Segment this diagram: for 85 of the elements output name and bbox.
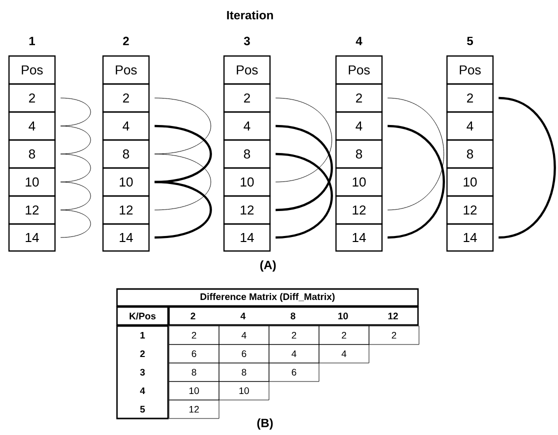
table-cell: 12: [446, 195, 494, 225]
row-header: 4: [140, 387, 146, 394]
table-cell: 10: [218, 381, 270, 400]
table-cell: 2: [8, 83, 56, 113]
table-cell: 10: [168, 381, 220, 400]
table-cell: Pos: [446, 55, 494, 85]
table-cell: 14: [446, 223, 494, 252]
curved-line: [276, 152, 333, 239]
table-cell: 2: [446, 83, 494, 113]
curved-line: [60, 98, 91, 126]
column-number: 3: [244, 36, 250, 46]
table-cell: 4: [335, 111, 383, 141]
column-number: 2: [123, 36, 129, 46]
table-cell: 8: [446, 139, 494, 169]
curved-line: [60, 210, 91, 238]
table-cell: 4: [8, 111, 56, 141]
table-cell: 8: [8, 139, 56, 169]
table-cell: 8: [168, 362, 220, 382]
table-cell: 8: [102, 139, 150, 169]
table-cell: 2: [168, 326, 220, 345]
table-cell: 6: [268, 362, 320, 382]
table-cell: 2: [268, 326, 320, 345]
table-cell: 4: [446, 111, 494, 141]
table-cell: 14: [223, 223, 271, 252]
row-header: 2: [140, 350, 145, 358]
table-cell: 10: [446, 167, 494, 197]
heading: Iteration: [227, 10, 273, 20]
table-cell: 6: [218, 344, 270, 364]
table-cell: 4: [102, 111, 150, 141]
table-cell: 8: [335, 139, 383, 169]
table-cell: 12: [102, 195, 150, 225]
table-cell: 4: [268, 344, 320, 364]
curved-line: [154, 98, 212, 154]
table-cell: 8: [223, 139, 271, 169]
curved-line: [387, 98, 444, 210]
table-cell: 12: [335, 195, 383, 225]
curved-line: [498, 96, 556, 239]
curved-line: [60, 126, 91, 154]
row-header: 1: [140, 332, 145, 338]
column-number: 1: [29, 36, 35, 46]
column-header: 2: [190, 312, 196, 320]
table-cell: 10: [8, 167, 56, 197]
table-cell: 10: [102, 167, 150, 197]
table-cell: 6: [168, 344, 220, 364]
panel-label: (A): [260, 260, 276, 272]
curved-line: [60, 182, 91, 210]
column-header: 4: [240, 312, 246, 320]
column-number: 4: [356, 36, 362, 46]
curved-line: [154, 154, 212, 210]
table-cell: 2: [335, 83, 383, 113]
table-cell: 4: [218, 326, 270, 345]
table-cell: 12: [223, 195, 271, 225]
table-cell: 12: [8, 195, 56, 225]
table-cell: 4: [223, 111, 271, 141]
table-cell: Pos: [223, 55, 271, 85]
column-header: 8: [290, 312, 296, 320]
table-cell: Pos: [8, 55, 56, 85]
curved-line: [154, 180, 212, 239]
curved-line: [154, 124, 212, 184]
table-cell: 10: [223, 167, 271, 197]
curved-line: [276, 124, 333, 212]
table-cell: 10: [335, 167, 383, 197]
table-cell: 2: [368, 326, 420, 345]
curved-line: [387, 124, 445, 239]
header-cell: K/Pos: [116, 306, 169, 326]
table-cell: 2: [102, 83, 150, 113]
table-cell: 2: [318, 326, 370, 345]
column-header: 10: [338, 312, 348, 320]
curved-line: [60, 154, 91, 182]
column-header: 12: [388, 312, 398, 320]
table-cell: 14: [335, 223, 383, 252]
curved-line: [275, 98, 332, 182]
row-header: 3: [140, 368, 145, 376]
table-cell: 4: [318, 344, 370, 364]
table-cell: 8: [218, 362, 270, 382]
row-header: 5: [140, 406, 145, 413]
table-cell: Pos: [335, 55, 383, 85]
table-title: Difference Matrix (Diff_Matrix): [116, 288, 419, 307]
table-cell: 2: [223, 83, 271, 113]
table-cell: 12: [168, 400, 220, 419]
column-number: 5: [467, 36, 473, 46]
panel-label: (B): [257, 418, 273, 430]
table-cell: Pos: [102, 55, 150, 85]
table-cell: 14: [8, 223, 56, 252]
table-cell: 14: [102, 223, 150, 252]
